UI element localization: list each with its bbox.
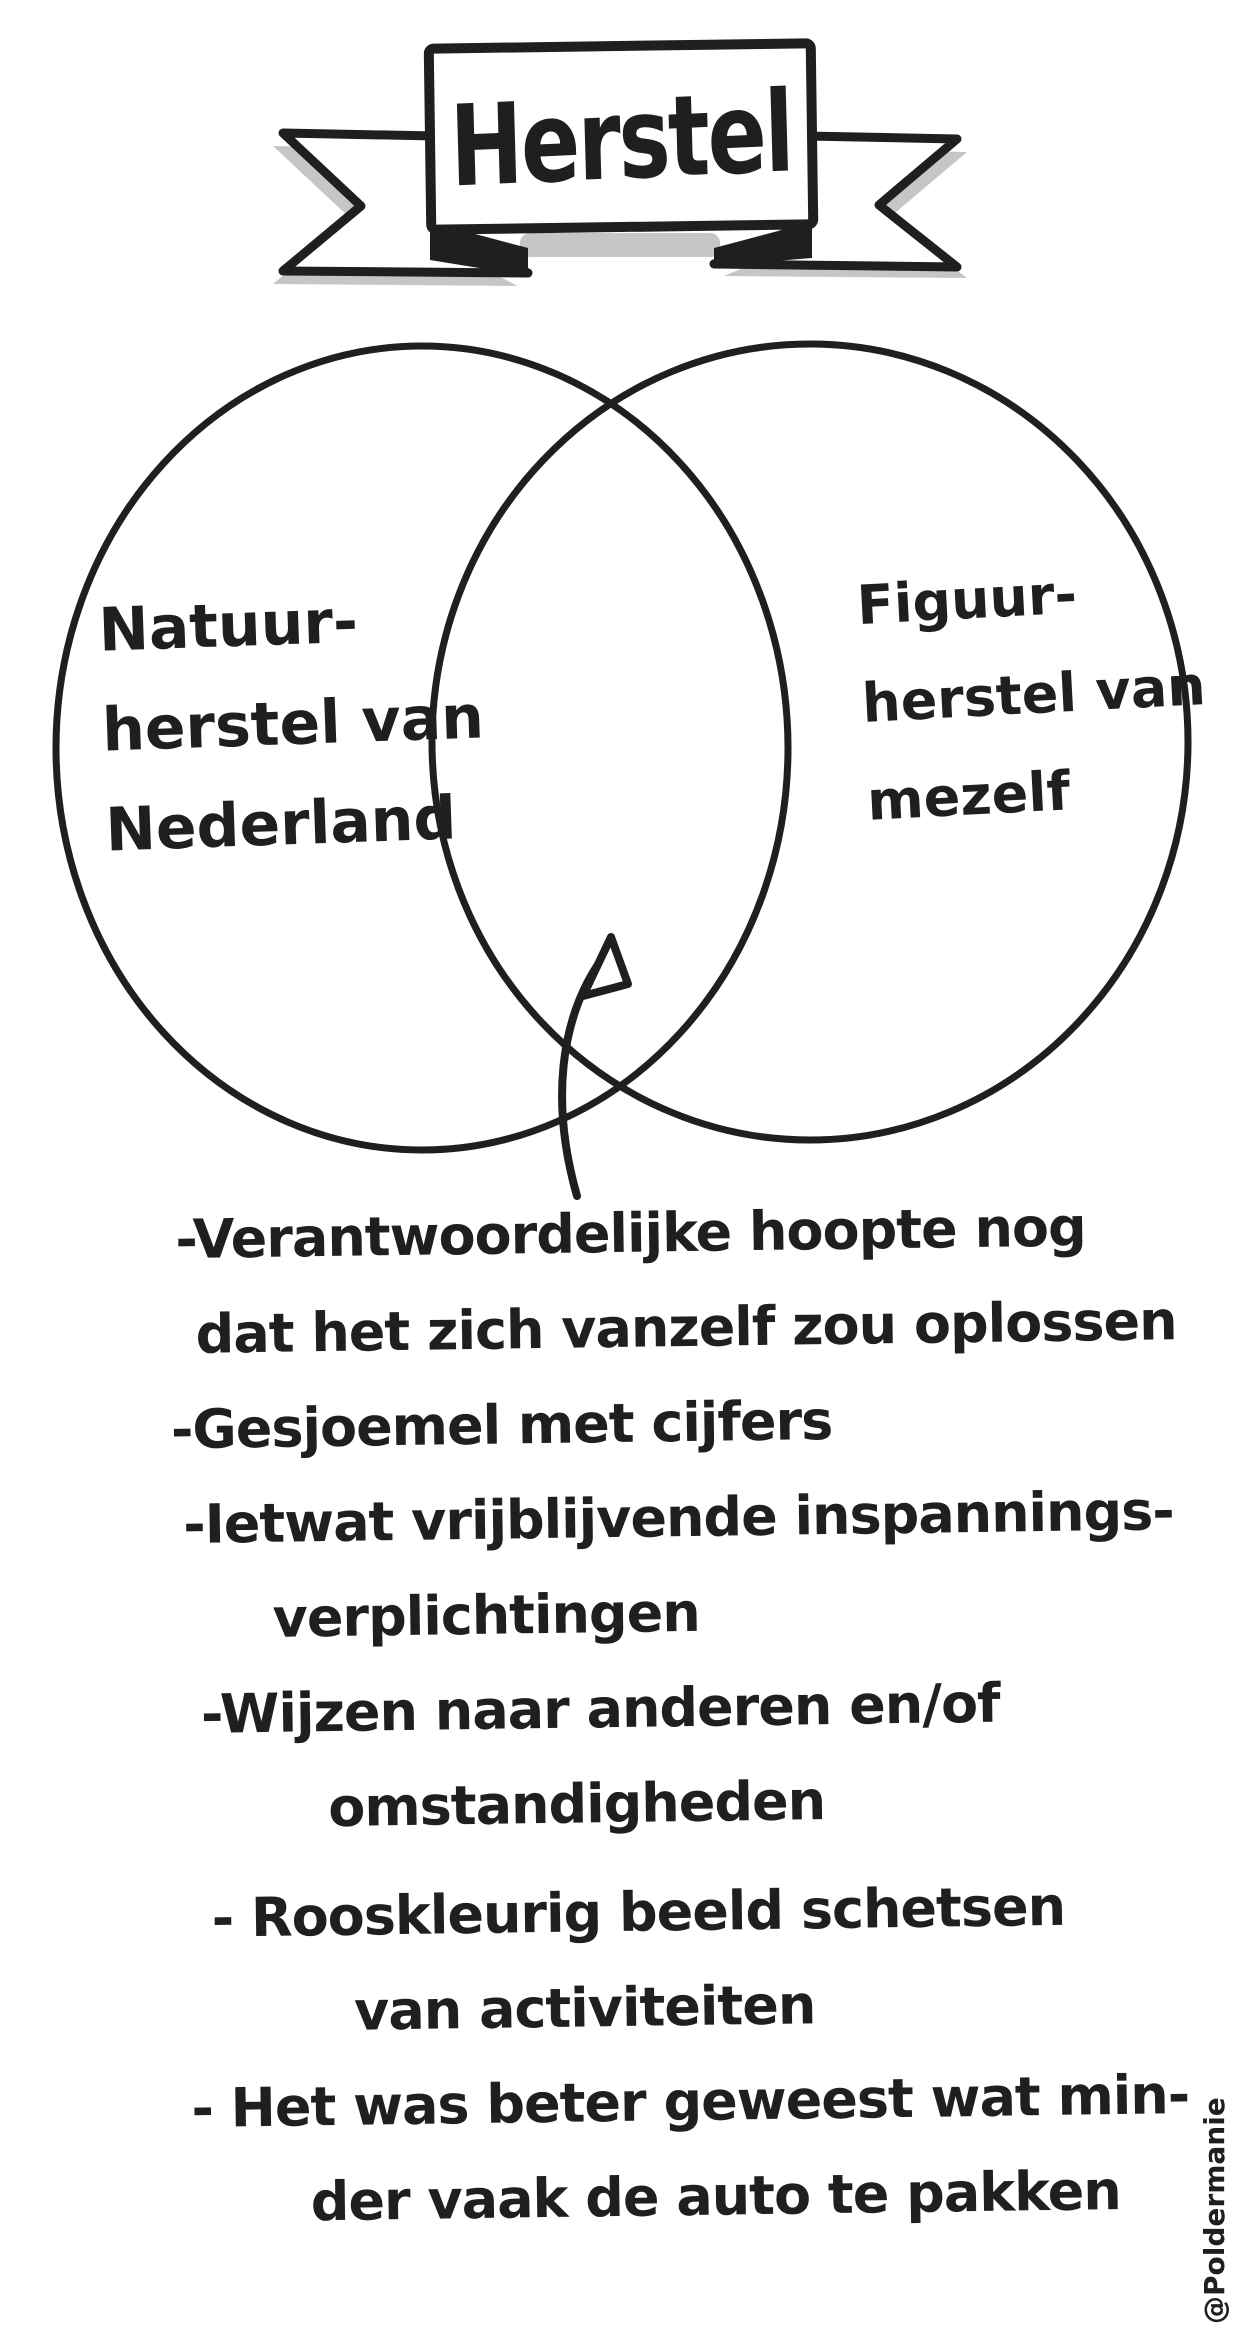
banner-title: Herstel	[448, 67, 794, 213]
note-line: - Rooskleurig beeld schetsen	[211, 1874, 1066, 1950]
note-line: van activiteiten	[353, 1973, 816, 2043]
venn-left-label-line: Natuur-	[97, 586, 360, 666]
banner-ribbon	[273, 38, 967, 286]
venn-right-label-line: Figuur-	[855, 562, 1079, 638]
note-line: -Wijzen naar anderen en/of	[200, 1671, 1000, 1746]
notes-list: -Verantwoordelijke hoopte nog dat het zi…	[0, 1177, 1240, 2253]
ribbon-fold-left	[430, 222, 528, 276]
banner-placard	[423, 38, 819, 235]
signature-handle: @Poldermanie	[1198, 2097, 1231, 2324]
ribbon-fold-right	[714, 222, 812, 266]
note-line: omstandigheden	[327, 1769, 826, 1840]
note-line: der vaak de auto te pakken	[310, 2159, 1122, 2234]
intersection-arrow-head	[579, 933, 632, 1000]
venn-right-circle	[428, 340, 1192, 1144]
banner-shadow-center	[520, 233, 720, 257]
venn-diagram	[52, 340, 1192, 1200]
note-line: -Ietwat vrijblijvende inspannings-	[182, 1479, 1175, 1557]
venn-right-label-line: herstel van	[860, 654, 1208, 735]
note-line: -Gesjoemel met cijfers	[170, 1389, 833, 1462]
note-line: - Het was beter geweest wat min-	[191, 2063, 1190, 2141]
venn-right-label: Figuur- herstel van mezelf	[855, 539, 1214, 851]
venn-left-label-line: Nederland	[104, 783, 458, 866]
note-line: -Verantwoordelijke hoopte nog	[174, 1195, 1087, 1272]
note-line: dat het zich vanzelf zou oplossen	[195, 1289, 1177, 1366]
note-line: verplichtingen	[272, 1580, 701, 1650]
venn-left-label-line: herstel van	[100, 682, 485, 766]
venn-right-label-line: mezelf	[865, 759, 1072, 833]
venn-left-label: Natuur- herstel van Nederland	[97, 567, 489, 880]
venn-left-circle	[52, 342, 792, 1154]
